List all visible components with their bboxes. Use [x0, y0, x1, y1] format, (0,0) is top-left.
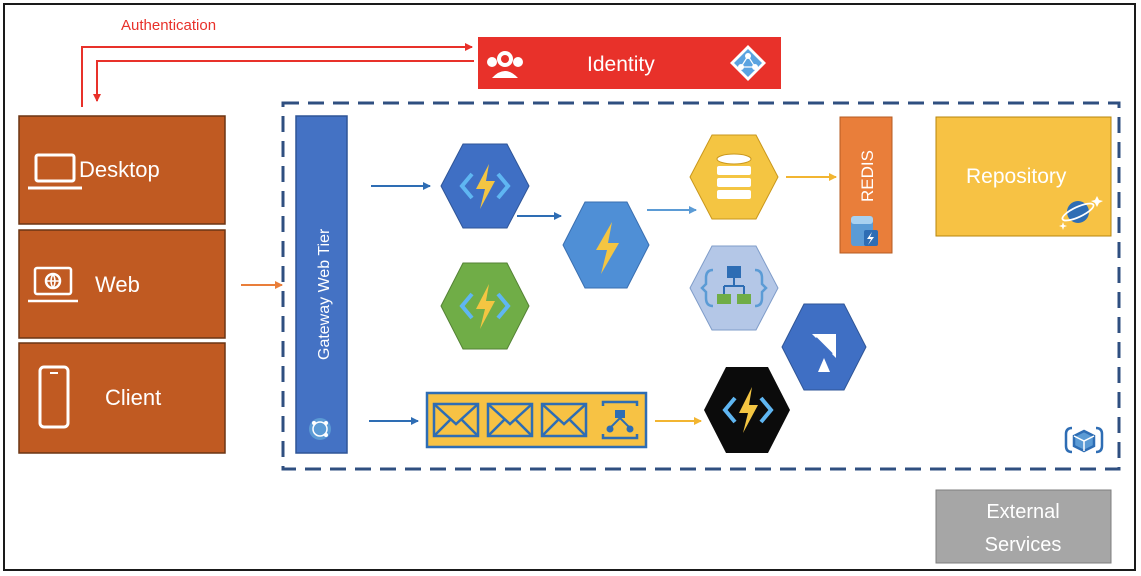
- desktop-client-box: [18, 115, 226, 225]
- mobile-client-box: [18, 342, 226, 454]
- identity-label: Identity: [587, 53, 655, 76]
- envelope-icon: [432, 402, 480, 438]
- web-client-box: [18, 229, 226, 339]
- function-blue-hexagon: [440, 143, 530, 229]
- authentication-response-arrow: [93, 60, 474, 102]
- gateway-label: Gateway Web Tier: [316, 228, 333, 360]
- gateway-web-tier-bar: [295, 115, 348, 454]
- cosmos-db-icon: [1059, 196, 1103, 230]
- redis-label: REDIS: [858, 150, 877, 202]
- repository-label: Repository: [966, 165, 1067, 188]
- envelope-icon-3: [540, 402, 588, 438]
- redis-cache-icon: [851, 216, 878, 246]
- active-directory-icon: [730, 45, 766, 81]
- identity-users-icon: [487, 51, 523, 78]
- authentication-label: Authentication: [121, 17, 216, 34]
- mobile-phone-icon: [38, 365, 70, 429]
- container-cube-icon: [1064, 426, 1104, 454]
- laptop-icon: [28, 153, 82, 190]
- external-services-box: [935, 489, 1112, 564]
- function-lightning-icon: [562, 201, 650, 289]
- desktop-label: Desktop: [79, 157, 160, 182]
- external-label-line2: Services: [985, 534, 1062, 556]
- client-label: Client: [105, 385, 161, 410]
- logic-app-icon: [689, 245, 779, 331]
- database-icon: [689, 134, 779, 220]
- function-black-hexagon: [704, 367, 790, 453]
- authentication-request-arrow: [81, 43, 473, 107]
- api-management-icon: [309, 418, 331, 440]
- service-bus-icon: [601, 400, 639, 440]
- satellite-dish-icon: [781, 303, 867, 391]
- envelope-icon-2: [486, 402, 534, 438]
- web-globe-icon: [28, 266, 78, 303]
- web-label: Web: [95, 272, 140, 297]
- external-label-line1: External: [986, 501, 1059, 523]
- diagram-frame: [3, 3, 1136, 571]
- function-green-hexagon: [440, 262, 530, 350]
